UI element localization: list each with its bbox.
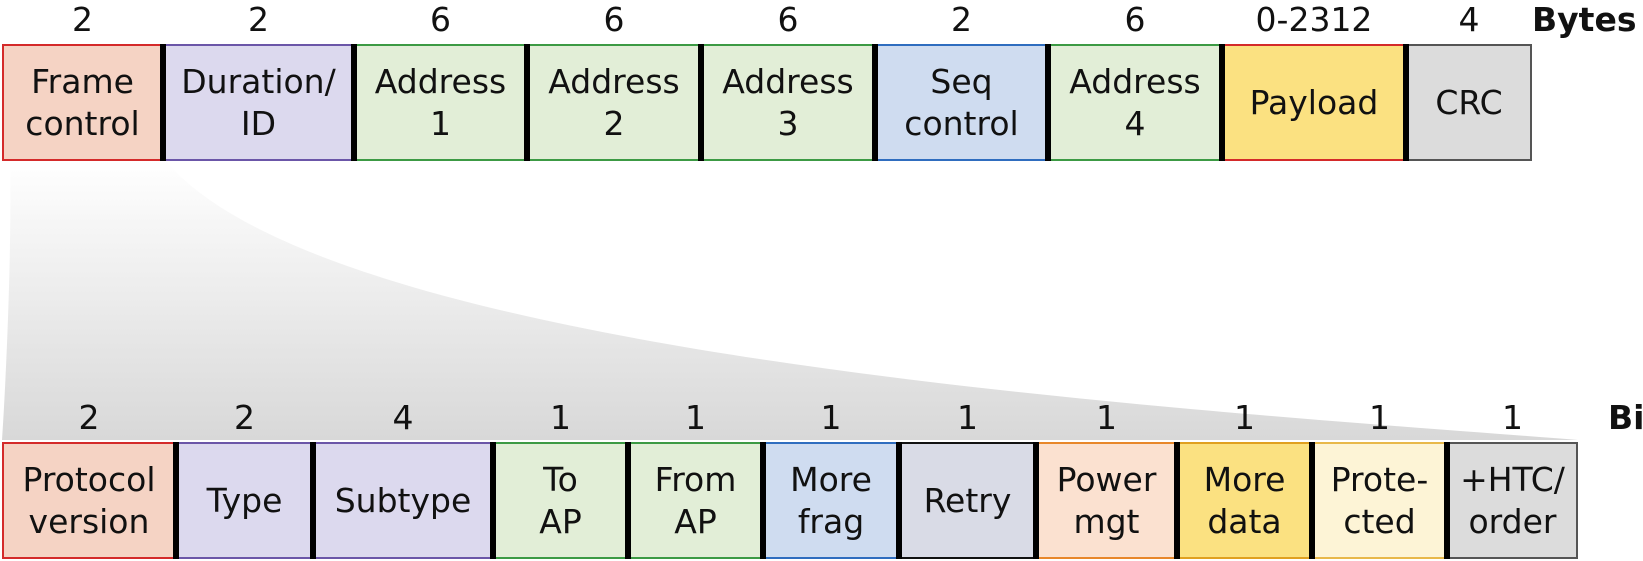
byte-size-label: 6	[603, 0, 625, 39]
byte-size-label: 6	[1124, 0, 1146, 39]
bit-size-label: 2	[234, 398, 255, 437]
field-separator	[351, 44, 357, 161]
fc-field-8: More data	[1177, 442, 1312, 559]
bit-size-label: 1	[957, 398, 978, 437]
field-separator	[310, 442, 316, 559]
field-separator	[760, 442, 766, 559]
bytes-unit-label: Bytes	[1532, 0, 1637, 39]
field-separator	[1033, 442, 1039, 559]
field-separator	[173, 442, 179, 559]
field-separator	[1174, 442, 1180, 559]
fc-field-10: +HTC/ order	[1447, 442, 1578, 559]
frame-field-4: Address 3	[701, 44, 875, 161]
field-separator	[160, 44, 166, 161]
field-separator	[625, 442, 631, 559]
field-separator	[872, 44, 878, 161]
field-separator	[1444, 442, 1450, 559]
frame-field-1: Duration/ ID	[163, 44, 354, 161]
field-separator	[1403, 44, 1409, 161]
bit-size-label: 4	[392, 398, 414, 437]
fc-field-0: Protocol version	[2, 442, 176, 559]
fc-field-1: Type	[176, 442, 313, 559]
bit-size-label: 1	[685, 398, 706, 437]
fc-field-6: Retry	[899, 442, 1036, 559]
frame-field-7: Payload	[1222, 44, 1406, 161]
bit-size-label: 1	[550, 398, 571, 437]
fc-field-9: Prote- cted	[1312, 442, 1447, 559]
frame-field-8: CRC	[1406, 44, 1532, 161]
field-separator	[1219, 44, 1225, 161]
frame-field-0: Frame control	[2, 44, 163, 161]
frame-field-3: Address 2	[527, 44, 701, 161]
bit-size-label: 1	[1369, 398, 1390, 437]
byte-size-label: 2	[248, 0, 269, 39]
bit-size-label: 1	[1502, 398, 1523, 437]
frame-field-5: Seq control	[875, 44, 1048, 161]
bits-unit-label: Bits	[1608, 398, 1643, 437]
field-separator	[896, 442, 902, 559]
frame-field-2: Address 1	[354, 44, 527, 161]
field-separator	[524, 44, 530, 161]
bit-size-label: 1	[820, 398, 842, 437]
fc-field-4: From AP	[628, 442, 763, 559]
fc-field-3: To AP	[493, 442, 628, 559]
byte-size-label: 2	[72, 0, 93, 39]
field-separator	[1045, 44, 1051, 161]
fc-field-2: Subtype	[313, 442, 493, 559]
field-separator	[698, 44, 704, 161]
fc-field-7: Power mgt	[1036, 442, 1177, 559]
fc-field-5: More frag	[763, 442, 899, 559]
bit-size-label: 1	[1096, 398, 1117, 437]
byte-size-label: 0-2312	[1255, 0, 1373, 39]
byte-size-label: 2	[951, 0, 972, 39]
frame-field-6: Address 4	[1048, 44, 1222, 161]
field-separator	[1309, 442, 1315, 559]
field-separator	[490, 442, 496, 559]
bit-size-label: 1	[1234, 398, 1255, 437]
bit-size-label: 2	[78, 398, 100, 437]
byte-size-label: 4	[1458, 0, 1480, 39]
byte-size-label: 6	[777, 0, 799, 39]
byte-size-label: 6	[430, 0, 451, 39]
